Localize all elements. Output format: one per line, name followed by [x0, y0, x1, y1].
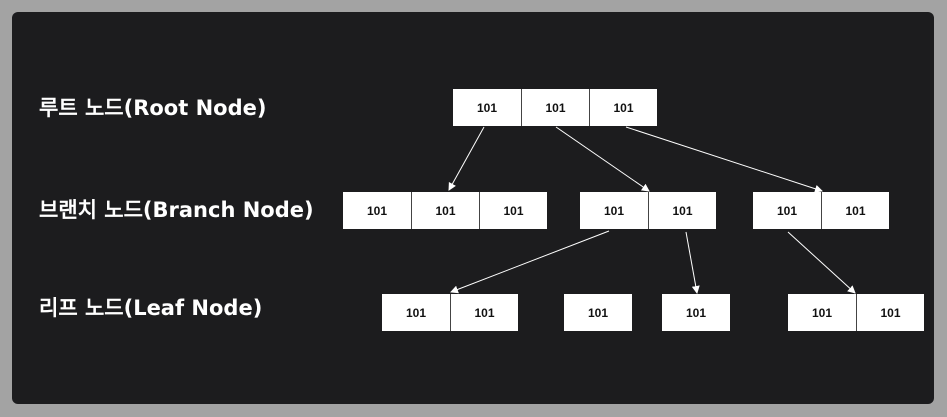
- root-key-3: 101: [589, 89, 657, 126]
- leaf2-key-1: 101: [564, 294, 632, 331]
- edge-root-to-branch3: [625, 126, 823, 193]
- leaf3-key-1: 101: [662, 294, 730, 331]
- branch1-key-3: 101: [479, 192, 547, 229]
- leaf4-key-1: 101: [788, 294, 856, 331]
- leaf1-key-2: 101: [450, 294, 518, 331]
- branch1-key-1: 101: [343, 192, 411, 229]
- root-level-label: 루트 노드(Root Node): [39, 96, 267, 120]
- branch-node-2: 101 101: [580, 192, 716, 229]
- branch2-key-1: 101: [580, 192, 648, 229]
- root-key-1: 101: [453, 89, 521, 126]
- branch3-key-1: 101: [753, 192, 821, 229]
- edge-root-to-branch2: [555, 126, 650, 192]
- root-key-2: 101: [521, 89, 589, 126]
- leaf-node-3: 101: [662, 294, 730, 331]
- edge-branch2-to-leaf3: [685, 231, 700, 294]
- leaf-node-4: 101 101: [788, 294, 924, 331]
- leaf4-key-2: 101: [856, 294, 924, 331]
- leaf-node-2: 101: [564, 294, 632, 331]
- leaf-node-1: 101 101: [382, 294, 518, 331]
- branch-level-label: 브랜치 노드(Branch Node): [39, 198, 314, 222]
- branch2-key-2: 101: [648, 192, 716, 229]
- leaf1-key-1: 101: [382, 294, 450, 331]
- branch-node-3: 101 101: [753, 192, 889, 229]
- branch1-key-2: 101: [411, 192, 479, 229]
- root-node: 101 101 101: [453, 89, 657, 126]
- edge-branch2-to-leaf1: [450, 230, 610, 294]
- edge-root-to-branch1: [448, 126, 485, 191]
- leaf-level-label: 리프 노드(Leaf Node): [39, 296, 263, 320]
- edge-branch3-to-leaf4: [787, 231, 856, 294]
- branch3-key-2: 101: [821, 192, 889, 229]
- branch-node-1: 101 101 101: [343, 192, 547, 229]
